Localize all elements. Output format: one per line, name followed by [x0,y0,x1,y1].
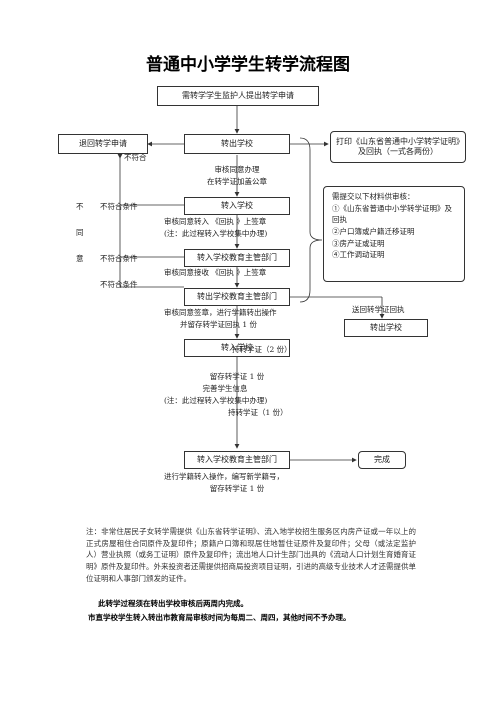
done-box: 完成 [358,451,406,469]
schedule-note: 市直学校学生转入转出市教育局审核时间为每周二、周四，其他时间不予办理。 [88,613,351,622]
print-box: 打印《山东省普通中小学转学证明》及回执（一式各两份） [330,131,466,163]
requirement-item: ①《山东省普通中小学转学证明》及回执 [332,203,452,225]
return-apply-box: 退回转学申请 [58,134,148,154]
send-back-label: 送回转学证回执 [352,305,405,314]
out-school-box: 转出学校 [184,134,290,154]
in-school-box-1: 转入学校 [184,197,290,215]
page-title: 普通中小学学生转学流程图 [146,55,350,75]
step-label: 并留存转学证回执 1 份 [180,320,258,329]
step-label: 在转学证加盖公章 [207,177,267,186]
step-label: 持转学证（2 份） [232,345,292,354]
reject-label: 不符合 [124,153,147,162]
requirement-item: ④工作调动证明 [332,250,385,260]
deadline-note: 此转学过程须在转出学校审核后两周内完成。 [98,599,248,608]
step-label: 进行学籍转入操作，编写新学籍号， [164,472,284,481]
reject-label: 不符合条件 [100,280,138,289]
requirement-item: ③房产证或证明 [332,238,385,248]
in-bureau-box-1: 转入学校教育主管部门 [184,249,290,267]
requirement-item: ②户口簿或户籍迁移证明 [332,226,415,236]
step-label: 完善学生信息 [202,384,248,393]
step-label: 留存转学证 1 份 [209,484,265,493]
in-school-box-2: 转入学校 [184,339,290,357]
reject-label: 不符合条件 [100,254,138,263]
send-back-target-box: 转出学校 [344,319,428,337]
step-label: (注：此过程转入学校集中办理) [164,229,268,238]
step-label: 审核同意转入 《回执 》上签章 [164,217,267,226]
reject-vertical-label: 不 [76,202,84,211]
apply-box: 需转学学生监护人提出转学申请 [157,86,319,106]
step-label: 持转学证（1 份） [228,408,288,417]
requirements-heading: 需提交以下材料供审核： [332,192,415,201]
in-bureau-box-2: 转入学校教育主管部门 [184,451,290,469]
step-label: 审核同意办理 [214,165,260,174]
step-label: 审核同意签章，进行学籍转出操作 [164,308,277,317]
out-bureau-box: 转出学校教育主管部门 [184,288,290,306]
footnote: 注：非常住居民子女转学需提供《山东省转学证明》、流入地学校招生服务区内房产证或一… [86,527,416,583]
step-label: 审核同意接收 《回执 》上签章 [164,268,267,277]
step-label: 留存转学证 1 份 [209,372,265,381]
reject-label: 不符合条件 [100,202,138,211]
requirements-box: 需提交以下材料供审核： ①《山东省普通中小学转学证明》及回执 ②户口簿或户籍迁移… [323,186,465,282]
reject-vertical-label: 意 [76,254,84,263]
reject-vertical-label: 同 [76,228,84,237]
step-label: (注：此过程转入学校集中办理) [164,396,268,405]
